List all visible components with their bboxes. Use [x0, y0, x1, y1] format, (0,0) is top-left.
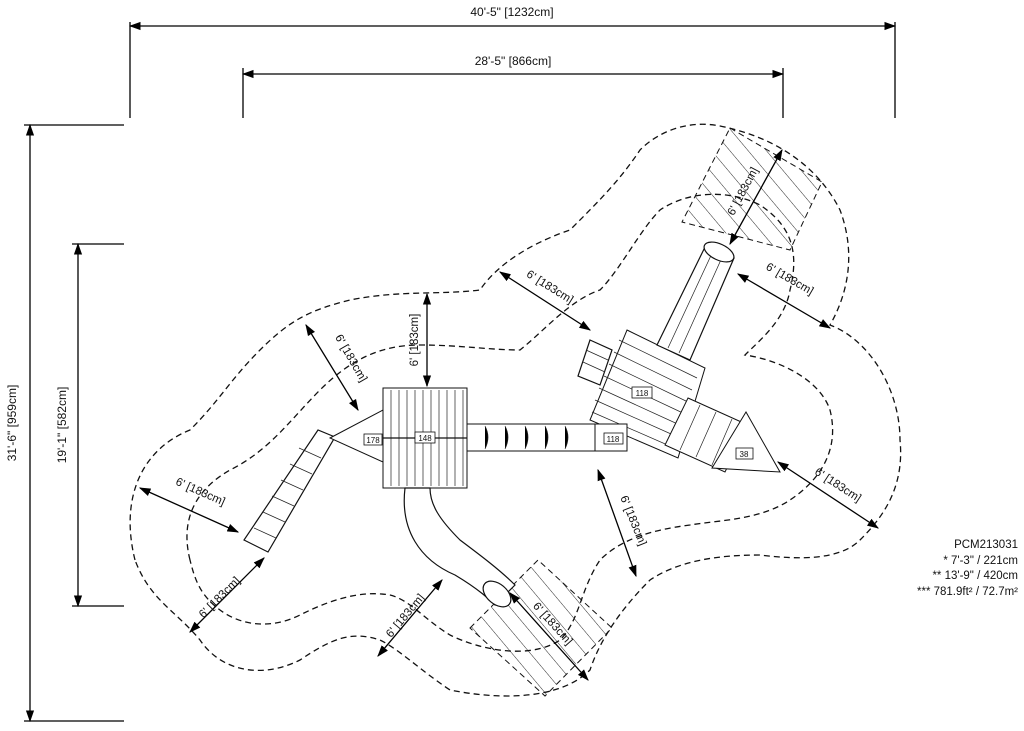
- clearance-label-right-bottom: 6' [183cm]: [617, 494, 648, 547]
- component-tag-118-tower: 118: [636, 389, 649, 398]
- structure-depth-label: 19'-1" [582cm]: [55, 387, 69, 464]
- tunnel-bridge: [466, 423, 596, 452]
- clearance-label-lower-left: 6' [183cm]: [197, 575, 243, 621]
- structure-depth-dimension: 19'-1" [582cm]: [55, 242, 124, 608]
- structure-width-dimension: 28'-5" [866cm]: [241, 54, 785, 118]
- component-tag-38: 38: [740, 450, 749, 459]
- clearance-label-left: 6' [183cm]: [174, 476, 227, 508]
- slide-exit-zone-top: [681, 127, 823, 251]
- component-tag-178: 178: [366, 436, 380, 445]
- spec-line-fall-height: ** 13'-9" / 420cm: [932, 570, 1018, 582]
- clearance-label-slide-side: 6' [183cm]: [764, 261, 816, 298]
- spec-line-height: * 7'-3" / 221cm: [943, 554, 1018, 567]
- tower-deck-118-entry: 118: [594, 423, 628, 452]
- tower-deck-148: 148: [382, 387, 468, 489]
- spec-block: PCM213031 * 7'-3" / 221cm ** 13'-9" / 42…: [917, 538, 1018, 600]
- triangle-deck-38: 38: [711, 411, 781, 473]
- ladder-climber: [243, 429, 336, 553]
- clearance-label-upper-mid: 6' [183cm]: [524, 268, 575, 306]
- clearance-label-slide-lower: 6' [183cm]: [384, 592, 427, 640]
- overall-depth-label: 31'-6" [959cm]: [5, 385, 19, 462]
- triangle-deck-178: 178: [328, 409, 384, 463]
- spec-line-area: *** 781.9ft² / 72.7m²: [917, 585, 1018, 598]
- curved-tube-slide: [403, 487, 516, 608]
- use-zone-outer-boundary: [129, 123, 902, 697]
- clearance-label-tower-top: 6' [183cm]: [409, 314, 421, 367]
- overall-depth-dimension: 31'-6" [959cm]: [5, 123, 124, 723]
- clearance-label-right: 6' [183cm]: [812, 466, 863, 505]
- model-number: PCM213031: [954, 539, 1018, 551]
- component-tag-148: 148: [418, 434, 432, 443]
- overall-width-dimension: 40'-5" [1232cm]: [128, 5, 897, 118]
- straight-slide: [656, 241, 735, 361]
- structure-width-label: 28'-5" [866cm]: [475, 54, 552, 68]
- overall-width-label: 40'-5" [1232cm]: [470, 5, 553, 19]
- use-zone-inner-boundary: [186, 193, 834, 652]
- access-steps: [577, 339, 613, 386]
- component-tag-118-entry: 118: [607, 435, 620, 444]
